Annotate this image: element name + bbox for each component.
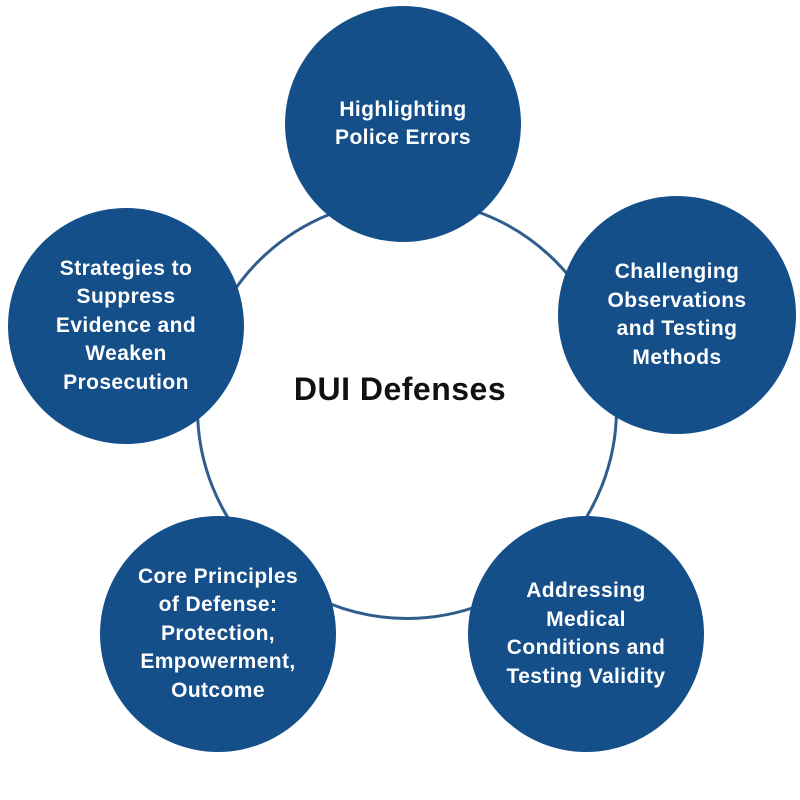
node-strategies-to-suppress: Strategies to Suppress Evidence and Weak… — [8, 208, 244, 444]
node-addressing-medical-conditions: Addressing Medical Conditions and Testin… — [468, 516, 704, 752]
node-label: Addressing Medical Conditions and Testin… — [506, 579, 666, 688]
node-core-principles: Core Principles of Defense: Protection, … — [100, 516, 336, 752]
node-highlighting-police-errors: Highlighting Police Errors — [285, 6, 521, 242]
node-challenging-observations: Challenging Observations and Testing Met… — [558, 196, 796, 434]
node-label: Highlighting Police Errors — [335, 97, 471, 150]
center-title: DUI Defenses — [293, 371, 507, 407]
node-label: Challenging Observations and Testing Met… — [607, 260, 747, 369]
node-label: Core Principles of Defense: Protection, … — [137, 564, 299, 702]
node-label: Strategies to Suppress Evidence and Weak… — [55, 256, 197, 394]
